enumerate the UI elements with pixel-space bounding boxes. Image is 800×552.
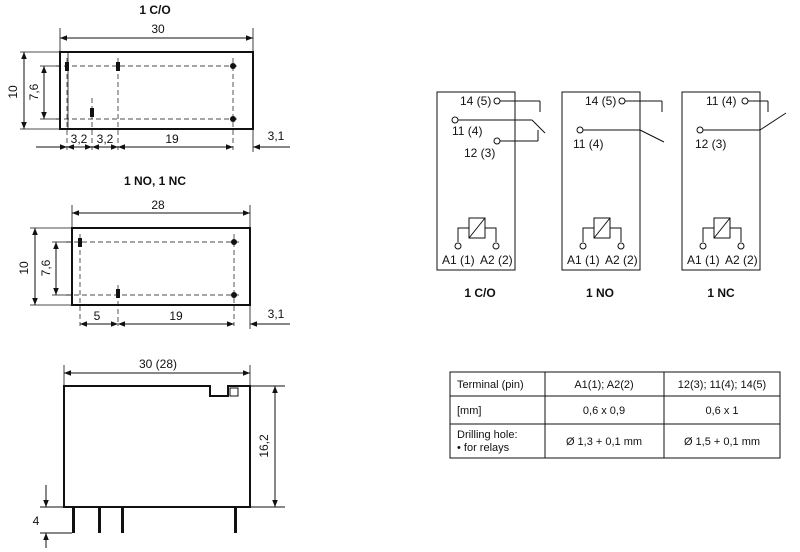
relay-body-outline bbox=[59, 51, 254, 130]
dim-width-label-2: 28 bbox=[151, 198, 165, 212]
schematic-nc: 11 (4) 12 (3) A1 (1) A2 (2) 1 NC bbox=[681, 91, 787, 300]
terminal-label: 14 (5) bbox=[585, 94, 616, 108]
dim-pin-length: 4 bbox=[33, 514, 40, 528]
top-view-co-title: 1 C/O bbox=[139, 3, 170, 17]
terminal-label: 12 (3) bbox=[464, 146, 495, 160]
dim-pitch-6: 19 bbox=[169, 309, 183, 323]
table-cell: [mm] bbox=[457, 405, 481, 417]
table-cell: 0,6 x 0,9 bbox=[583, 405, 625, 417]
dim-inner-height-label: 7,6 bbox=[27, 83, 41, 100]
table-header: 12(3); 11(4); 14(5) bbox=[678, 379, 766, 391]
pin bbox=[98, 507, 101, 533]
relay-side-outline bbox=[63, 385, 251, 508]
coil-label: A1 (1) bbox=[687, 253, 720, 267]
coil-label: A1 (1) bbox=[567, 253, 600, 267]
table-cell: • for relays bbox=[457, 442, 510, 454]
top-view-no-nc-title: 1 NO, 1 NC bbox=[124, 174, 186, 188]
terminal-label: 14 (5) bbox=[460, 94, 491, 108]
pin bbox=[72, 507, 75, 533]
dim-inner-height-label-2: 7,6 bbox=[39, 259, 53, 276]
dim-pitch-1: 3,2 bbox=[71, 132, 88, 146]
dim-side-height: 16,2 bbox=[257, 434, 271, 458]
schematic-co: 14 (5) 11 (4) 12 (3) A1 (1) A2 (2) 1 C/O bbox=[436, 91, 546, 300]
relay-body-outline-2 bbox=[71, 227, 251, 306]
schematic-caption: 1 C/O bbox=[464, 286, 495, 300]
table-header: Terminal (pin) bbox=[457, 379, 524, 391]
dim-width-label: 30 bbox=[151, 22, 165, 36]
coil-label: A2 (2) bbox=[480, 253, 513, 267]
coil-label: A2 (2) bbox=[725, 253, 758, 267]
table-cell: Ø 1,3 + 0,1 mm bbox=[566, 436, 642, 448]
schematic-caption: 1 NO bbox=[586, 286, 614, 300]
coil-label: A1 (1) bbox=[442, 253, 475, 267]
terminal-label: 11 (4) bbox=[573, 137, 603, 151]
table-header: A1(1); A2(2) bbox=[574, 379, 633, 391]
table-cell: Drilling hole: bbox=[457, 429, 518, 441]
dim-pitch-4: 3,1 bbox=[268, 129, 285, 143]
side-view: 30 (28) 16,2 4 bbox=[33, 357, 285, 548]
terminal-label: 12 (3) bbox=[695, 137, 726, 151]
table-cell: Ø 1,5 + 0,1 mm bbox=[684, 436, 760, 448]
terminal-table: Terminal (pin) A1(1); A2(2) 12(3); 11(4)… bbox=[449, 371, 781, 459]
coil-label: A2 (2) bbox=[605, 253, 638, 267]
terminal-label: 11 (4) bbox=[706, 94, 736, 108]
terminal-label: 11 (4) bbox=[452, 124, 482, 138]
schematic-no: 14 (5) 11 (4) A1 (1) A2 (2) 1 NO bbox=[561, 91, 665, 300]
dim-pitch-2: 3,2 bbox=[97, 132, 114, 146]
pin bbox=[121, 507, 124, 533]
dim-height-label: 10 bbox=[6, 85, 20, 99]
dim-height-label-2: 10 bbox=[17, 261, 31, 275]
pin bbox=[234, 507, 237, 533]
dim-side-width: 30 (28) bbox=[139, 357, 177, 371]
schematic-caption: 1 NC bbox=[707, 286, 735, 300]
table-cell: 0,6 x 1 bbox=[705, 405, 738, 417]
top-view-co: 1 C/O 30 10 7,6 3,2 bbox=[6, 3, 290, 152]
dim-pitch-5: 5 bbox=[94, 309, 101, 323]
dim-pitch-7: 3,1 bbox=[268, 307, 285, 321]
dim-pitch-3: 19 bbox=[165, 132, 179, 146]
top-view-no-nc: 1 NO, 1 NC 28 10 7,6 5 19 3,1 bbox=[17, 174, 290, 329]
